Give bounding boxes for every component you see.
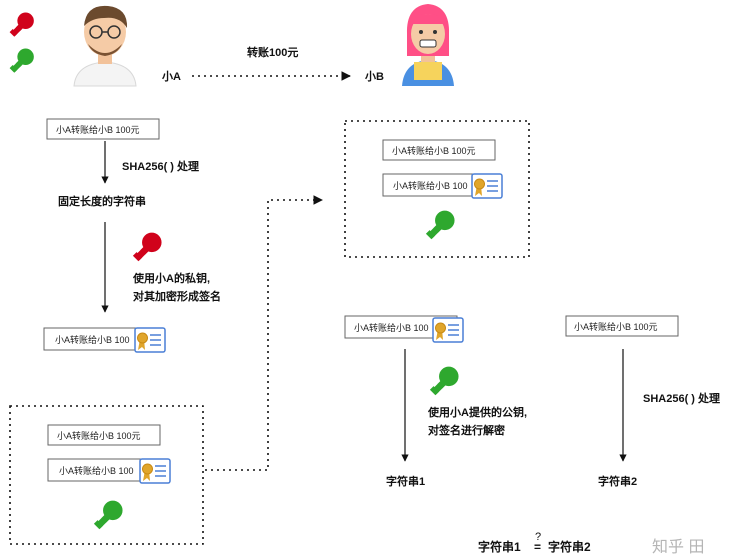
send-package-frame (9, 405, 204, 545)
decrypt-instruction-line2: 对签名进行解密 (428, 423, 505, 437)
red-key-icon (132, 232, 162, 262)
sign-instruction-line2: 对其加密形成签名 (133, 289, 221, 303)
svg-text:小A转账给小B 100: 小A转账给小B 100 (55, 334, 130, 345)
received-signed-message: 小A转账给小B 100 (382, 173, 503, 199)
svg-text:小A转账给小B 100: 小A转账给小B 100 (59, 465, 134, 476)
package-signed-message: 小A转账给小B 100 (47, 458, 171, 484)
svg-text:小A转账给小B 100元: 小A转账给小B 100元 (392, 145, 476, 156)
signed-message: 小A转账给小B 100 (43, 327, 166, 353)
transfer-label: 转账100元 (247, 45, 298, 59)
rehash-step-label: SHA256( ) 处理 (643, 391, 720, 405)
sign-instruction-line1: 使用小A的私钥, (132, 271, 210, 285)
svg-text:小A转账给小B 100: 小A转账给小B 100 (354, 322, 429, 333)
verify-message-box: 小A转账给小B 100元 (565, 315, 679, 337)
compare-right: 字符串2 (548, 539, 591, 554)
verify-signed-message: 小A转账给小B 100 (344, 315, 464, 343)
svg-text:小A转账给小B 100元: 小A转账给小B 100元 (57, 430, 141, 441)
svg-text:小A转账给小B 100元: 小A转账给小B 100元 (56, 124, 140, 135)
person-a-label: 小A (161, 69, 181, 83)
certificate-icon (471, 173, 503, 199)
decrypt-instruction-line1: 使用小A提供的公钥, (427, 405, 527, 419)
package-message-box: 小A转账给小B 100元 (47, 424, 161, 446)
certificate-icon (134, 327, 166, 353)
svg-text:小A转账给小B 100元: 小A转账给小B 100元 (574, 321, 658, 332)
compare-equals: = (534, 540, 541, 554)
red-key-icon (9, 12, 34, 37)
green-key-icon (93, 500, 123, 530)
certificate-icon (432, 317, 464, 343)
message-box: 小A转账给小B 100元 (46, 118, 160, 140)
fixed-length-string-label: 固定长度的字符串 (58, 194, 146, 208)
send-connector (205, 195, 323, 471)
person-b-avatar (402, 4, 454, 86)
green-key-icon (9, 48, 34, 73)
certificate-icon (139, 458, 171, 484)
compare-left: 字符串1 (478, 539, 521, 554)
person-a-avatar (73, 5, 137, 87)
received-package-frame (344, 120, 530, 258)
svg-text:小A转账给小B 100: 小A转账给小B 100 (393, 180, 468, 191)
string2-label: 字符串2 (598, 474, 637, 488)
hash-step-label: SHA256( ) 处理 (122, 159, 199, 173)
received-message-box: 小A转账给小B 100元 (382, 139, 496, 161)
green-key-icon (425, 210, 455, 240)
green-key-icon (429, 366, 459, 396)
person-b-label: 小B (364, 69, 384, 83)
compare-question-mark: ? (535, 531, 541, 543)
watermark: 知乎 田 (652, 538, 704, 556)
string1-label: 字符串1 (386, 474, 425, 488)
